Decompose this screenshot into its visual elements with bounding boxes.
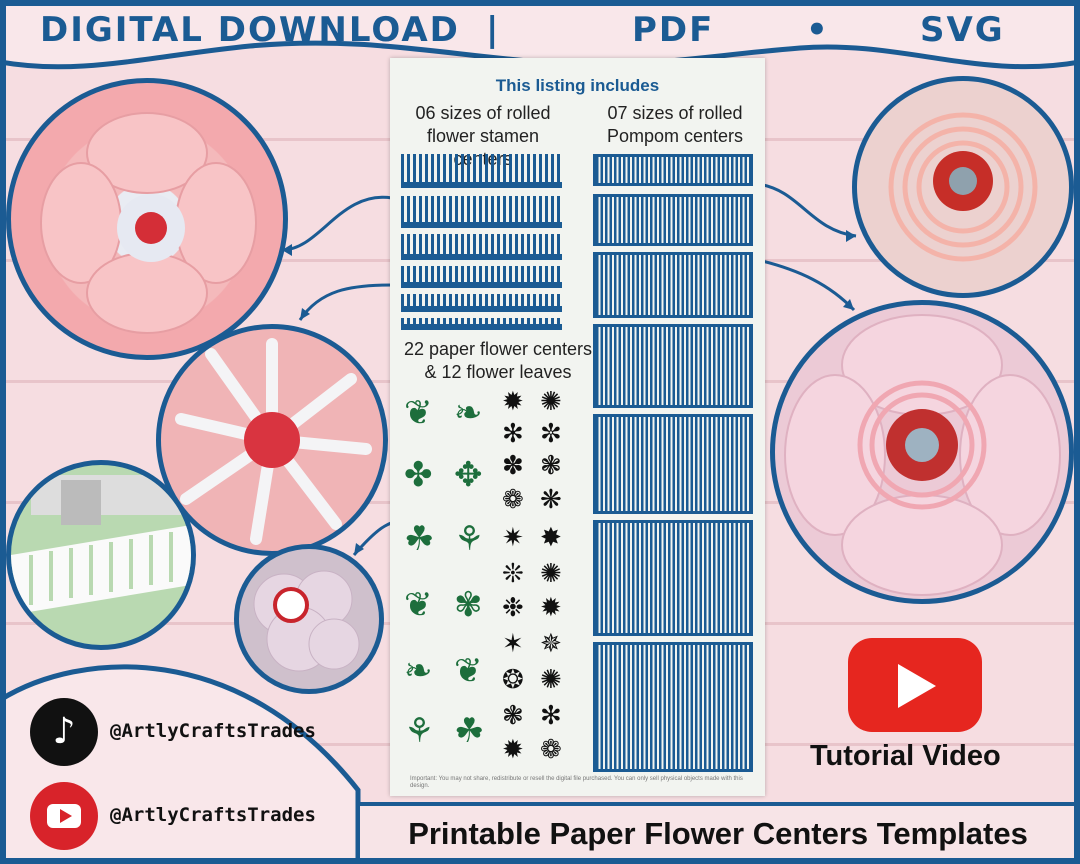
sheet-title: This listing includes <box>495 76 660 95</box>
pompom-strip-3 <box>593 252 753 318</box>
banner-separator-bar: | <box>486 10 501 50</box>
flower-center-shape: ❃ <box>502 700 524 730</box>
flower-center-shape: ✼ <box>540 418 562 448</box>
centers-label-line2: & 12 flower leaves <box>424 362 572 382</box>
banner-separator-dot: • <box>806 10 830 50</box>
banner-format-svg: SVG <box>920 10 1005 50</box>
leaf-shape: ❧ <box>454 394 483 432</box>
banner-digital-download: DIGITAL DOWNLOAD <box>40 10 460 50</box>
flower-center-shape: ❁ <box>540 734 562 764</box>
flower-center-shape: ✺ <box>540 664 562 694</box>
centers-label-line1: 22 paper flower centers <box>403 339 593 359</box>
flower-center-shape: ✻ <box>540 700 562 730</box>
pompom-label-line1: 07 sizes of rolled <box>607 103 743 123</box>
flower-center-shape: ✽ <box>502 450 524 480</box>
sheet-fine-print: Important: You may not share, redistribu… <box>410 776 743 789</box>
leaf-shape: ☘ <box>454 712 485 750</box>
stamen-fringe-3 <box>401 234 562 260</box>
flower-center-shape: ✺ <box>540 558 562 588</box>
stamen-fringe-6 <box>401 318 562 330</box>
banner-format-pdf: PDF <box>632 10 715 50</box>
footer-bar: Printable Paper Flower Centers Templates <box>356 802 1080 864</box>
pompom-label: 07 sizes of rolled Pompom centers <box>590 102 760 148</box>
flower-center-shape: ✹ <box>502 386 524 416</box>
leaf-shape: ☘ <box>404 520 435 558</box>
stamen-label-line1: 06 sizes of rolled <box>415 103 551 123</box>
photo-pink-flower-top-left <box>6 78 288 360</box>
flower-center-shape: ✷ <box>502 522 524 552</box>
flower-center-shape: ✹ <box>540 592 562 622</box>
flower-center-shape: ❉ <box>502 592 524 622</box>
leaf-shape: ✥ <box>454 456 483 494</box>
centers-label: 22 paper flower centers & 12 flower leav… <box>398 338 598 384</box>
leaf-shape: ⚘ <box>404 712 435 750</box>
flower-center-shape: ✹ <box>502 734 524 764</box>
flower-center-shape: ✺ <box>540 386 562 416</box>
tutorial-video-label[interactable]: Tutorial Video <box>810 740 1001 772</box>
flower-center-shape: ✸ <box>540 522 562 552</box>
leaf-shape: ❦ <box>404 394 433 432</box>
leaf-shape: ❧ <box>404 652 433 690</box>
photo-pink-pompom-flower-right <box>770 300 1074 604</box>
photo-lilac-flower <box>234 544 384 694</box>
pompom-label-line2: Pompom centers <box>606 126 744 146</box>
stamen-fringe-1 <box>401 154 562 188</box>
footer-title: Printable Paper Flower Centers Templates <box>408 816 1028 851</box>
flower-center-shape: ❁ <box>502 484 524 514</box>
youtube-handle[interactable]: @ArtlyCraftsTrades <box>110 804 316 826</box>
leaf-shape: ⚘ <box>454 520 485 558</box>
tiktok-handle[interactable]: @ArtlyCraftsTrades <box>110 720 316 742</box>
pompom-strip-4 <box>593 324 753 408</box>
flower-center-shape: ✶ <box>502 628 524 658</box>
stamen-fringe-2 <box>401 196 562 228</box>
flower-center-shape: ✻ <box>502 418 524 448</box>
flower-center-shape: ❂ <box>502 664 524 694</box>
pompom-strip-5 <box>593 414 753 514</box>
leaf-shape: ❦ <box>404 586 433 624</box>
pompom-strip-2 <box>593 194 753 246</box>
flower-center-shape: ❃ <box>540 450 562 480</box>
stamen-fringe-4 <box>401 266 562 288</box>
photo-cutting-machine <box>6 460 196 650</box>
leaf-shape: ✤ <box>404 456 433 494</box>
tiktok-icon[interactable]: ♪ <box>30 698 98 766</box>
youtube-icon[interactable] <box>30 782 98 850</box>
stamen-fringe-5 <box>401 294 562 312</box>
flower-center-shape: ❊ <box>502 558 524 588</box>
pompom-strip-7 <box>593 642 753 772</box>
template-sheet: This listing includes 06 sizes of rolled… <box>390 58 765 796</box>
photo-pompom-flower-top-right <box>852 76 1074 298</box>
leaf-shape: ✾ <box>454 586 483 624</box>
leaf-shape: ❦ <box>454 652 483 690</box>
pompom-strip-6 <box>593 520 753 636</box>
flower-center-shape: ✵ <box>540 628 562 658</box>
pompom-strip-1 <box>593 154 753 186</box>
youtube-play-icon[interactable] <box>848 638 982 732</box>
flower-center-shape: ❋ <box>540 484 562 514</box>
